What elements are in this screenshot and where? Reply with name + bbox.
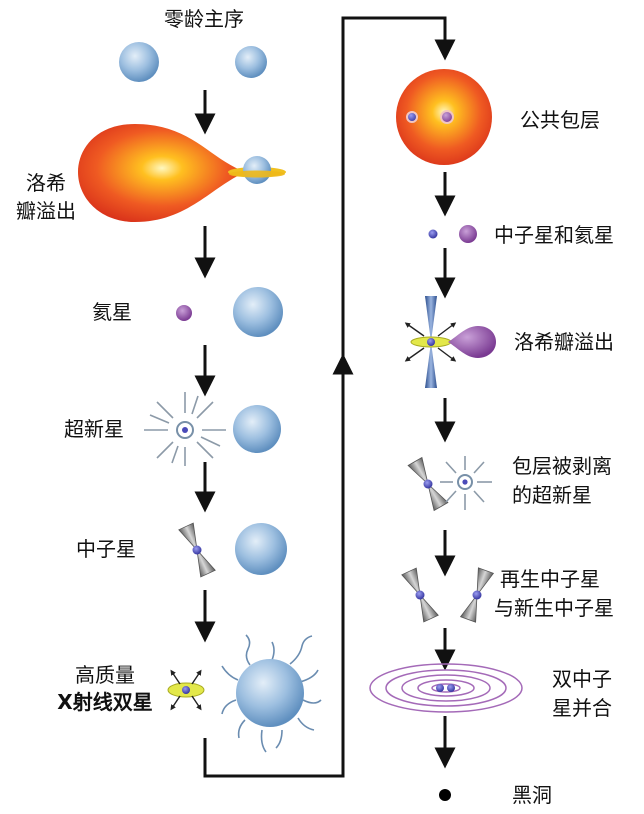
label-stripped-line1: 包层被剥离 bbox=[512, 454, 612, 478]
label-common-envelope: 公共包层 bbox=[520, 108, 600, 132]
envelope-helium-core bbox=[440, 110, 454, 124]
zams-star-large bbox=[119, 42, 159, 82]
label-hmxb-line1: 高质量 bbox=[75, 663, 135, 687]
label-supernova: 超新星 bbox=[64, 417, 124, 441]
polar-jet bbox=[425, 342, 437, 388]
label-black-hole: 黑洞 bbox=[512, 783, 552, 807]
blue-star bbox=[233, 287, 283, 337]
label-merger-line2: 星并合 bbox=[552, 696, 612, 720]
label-roche-line1: 洛希 bbox=[26, 171, 66, 195]
zams-star-small bbox=[235, 46, 267, 78]
neutron-star bbox=[423, 479, 433, 489]
envelope-neutron-star bbox=[406, 111, 418, 123]
roche-lobe-giant bbox=[78, 124, 246, 222]
supernova-burst bbox=[144, 392, 226, 466]
companion-star bbox=[243, 156, 271, 184]
neutron-star bbox=[192, 545, 202, 555]
helium-star-teardrop bbox=[448, 326, 496, 358]
pulsar-jets bbox=[178, 522, 216, 578]
merging-neutron-star bbox=[436, 684, 444, 692]
label-merger-line1: 双中子 bbox=[552, 667, 612, 691]
label-recycled-line1: 再生中子星 bbox=[500, 567, 600, 591]
xray-emission-arrows bbox=[404, 322, 457, 362]
supernova-core bbox=[182, 427, 188, 433]
neutron-star bbox=[427, 338, 435, 346]
flow-connector bbox=[341, 16, 456, 370]
label-roche-line2: 瓣溢出 bbox=[16, 199, 76, 223]
merging-neutron-star bbox=[447, 684, 455, 692]
supernova-core bbox=[462, 479, 468, 485]
polar-jet bbox=[425, 296, 437, 342]
blue-star bbox=[233, 405, 281, 453]
gravitational-waves bbox=[369, 663, 523, 713]
label-stripped-line2: 的超新星 bbox=[512, 483, 592, 507]
stellar-wind bbox=[221, 634, 322, 753]
neutron-star bbox=[182, 686, 190, 694]
new-neutron-star bbox=[472, 590, 482, 600]
pulsar-jets bbox=[407, 456, 449, 512]
label-roche-overflow: 洛希瓣溢出 bbox=[514, 330, 614, 354]
flow-connector bbox=[203, 368, 345, 778]
label-neutron-star: 中子星 bbox=[76, 537, 136, 561]
label-hmxb-line2: X射线双星 bbox=[57, 690, 153, 714]
label-helium-star: 氦星 bbox=[92, 300, 132, 324]
neutron-star bbox=[428, 229, 438, 239]
supernova-burst bbox=[440, 456, 492, 510]
blue-star bbox=[235, 523, 287, 575]
helium-star bbox=[176, 305, 192, 321]
label-zams: 零龄主序 bbox=[164, 7, 244, 31]
blue-supergiant bbox=[236, 659, 304, 727]
accretion-disk-front bbox=[229, 170, 285, 178]
xray-emission-arrows bbox=[170, 669, 202, 711]
recycled-neutron-star bbox=[415, 590, 425, 600]
pulsar-jets bbox=[459, 567, 495, 623]
helium-star bbox=[459, 225, 477, 243]
pulsar-jets bbox=[401, 567, 439, 623]
label-ns-and-he: 中子星和氦星 bbox=[494, 223, 614, 247]
label-recycled-line2: 与新生中子星 bbox=[494, 596, 614, 620]
black-hole bbox=[439, 789, 451, 801]
